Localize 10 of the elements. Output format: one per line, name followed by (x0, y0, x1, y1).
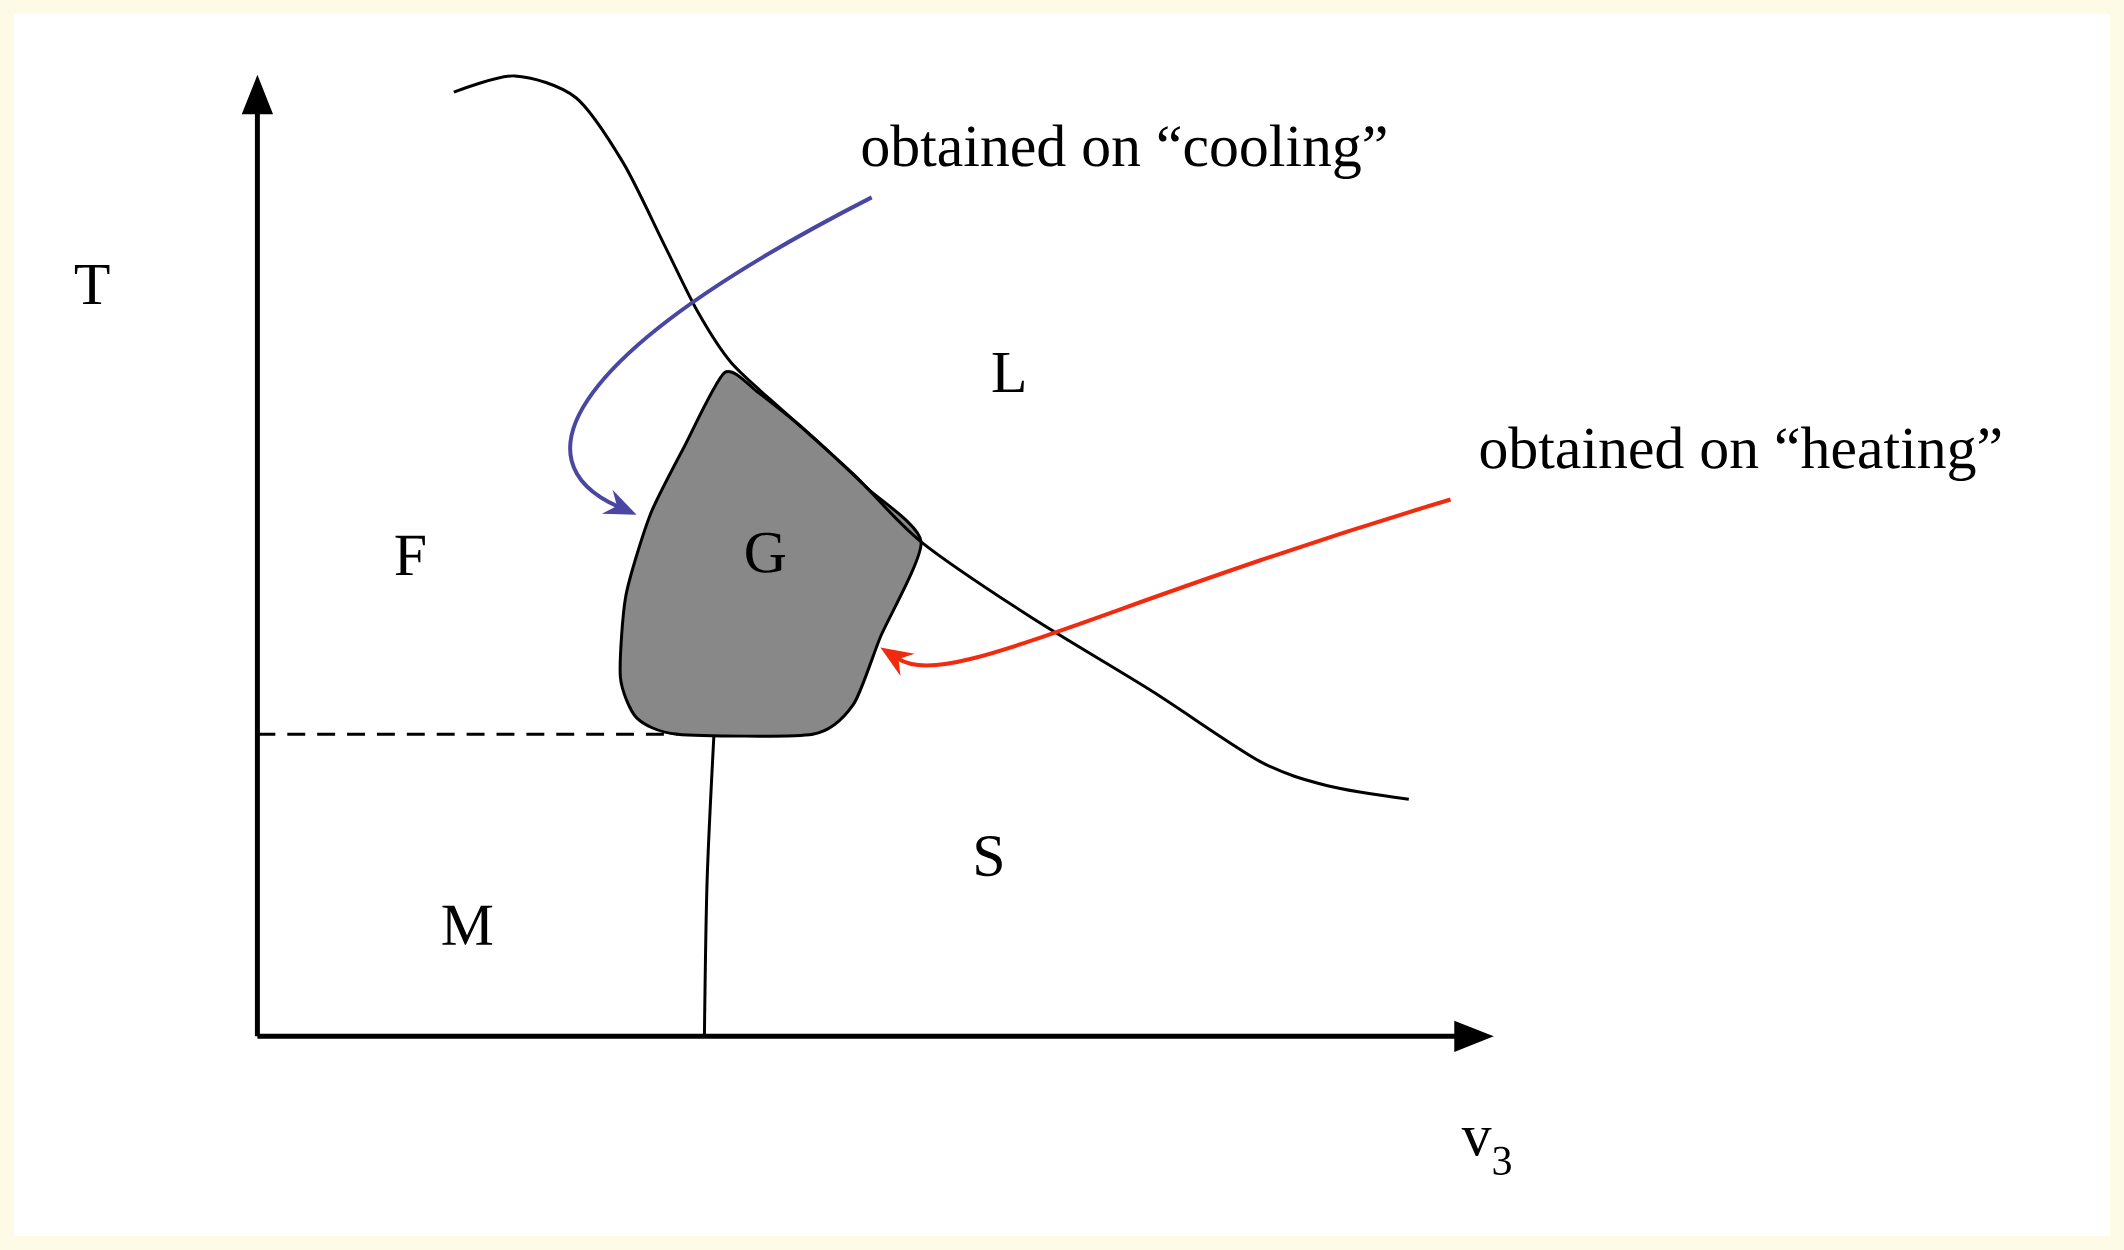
region-label: M (442, 905, 493, 945)
axis-label: v$_{3}$ (1461, 1127, 1511, 1175)
annotation-text: obtained on “cooling” (862, 124, 1386, 179)
region-label: F (395, 535, 425, 575)
region-label: L (992, 352, 1024, 393)
shaded-region: G (618, 369, 923, 738)
region-label: S (976, 836, 1002, 877)
arrow (568, 195, 873, 515)
axis-label: T (74, 264, 110, 305)
annotation-text: obtained on “heating” (1480, 426, 2001, 481)
